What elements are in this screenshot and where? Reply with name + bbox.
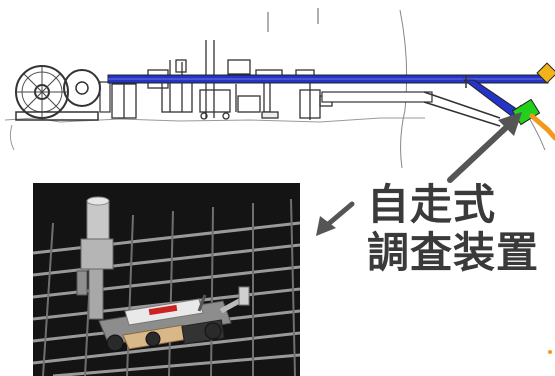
cable-line <box>529 113 555 141</box>
device-tracks <box>106 322 222 352</box>
main-rail <box>107 62 555 84</box>
cable-reel <box>15 65 111 121</box>
rear-arm <box>197 286 250 314</box>
cable-end-dot <box>548 350 552 354</box>
wall-outline <box>399 9 408 169</box>
wall-left-edge <box>9 124 15 151</box>
label-line-2: 調査装置 <box>367 228 540 277</box>
device-photo <box>33 183 300 376</box>
arrow-to-photo <box>316 201 355 236</box>
lower-arm <box>321 91 501 127</box>
arrow-to-device <box>447 112 522 183</box>
grating-crossbars <box>42 198 296 376</box>
grating <box>33 221 300 376</box>
label-line-1: 自走式 <box>367 180 497 229</box>
probe-post <box>76 196 114 320</box>
